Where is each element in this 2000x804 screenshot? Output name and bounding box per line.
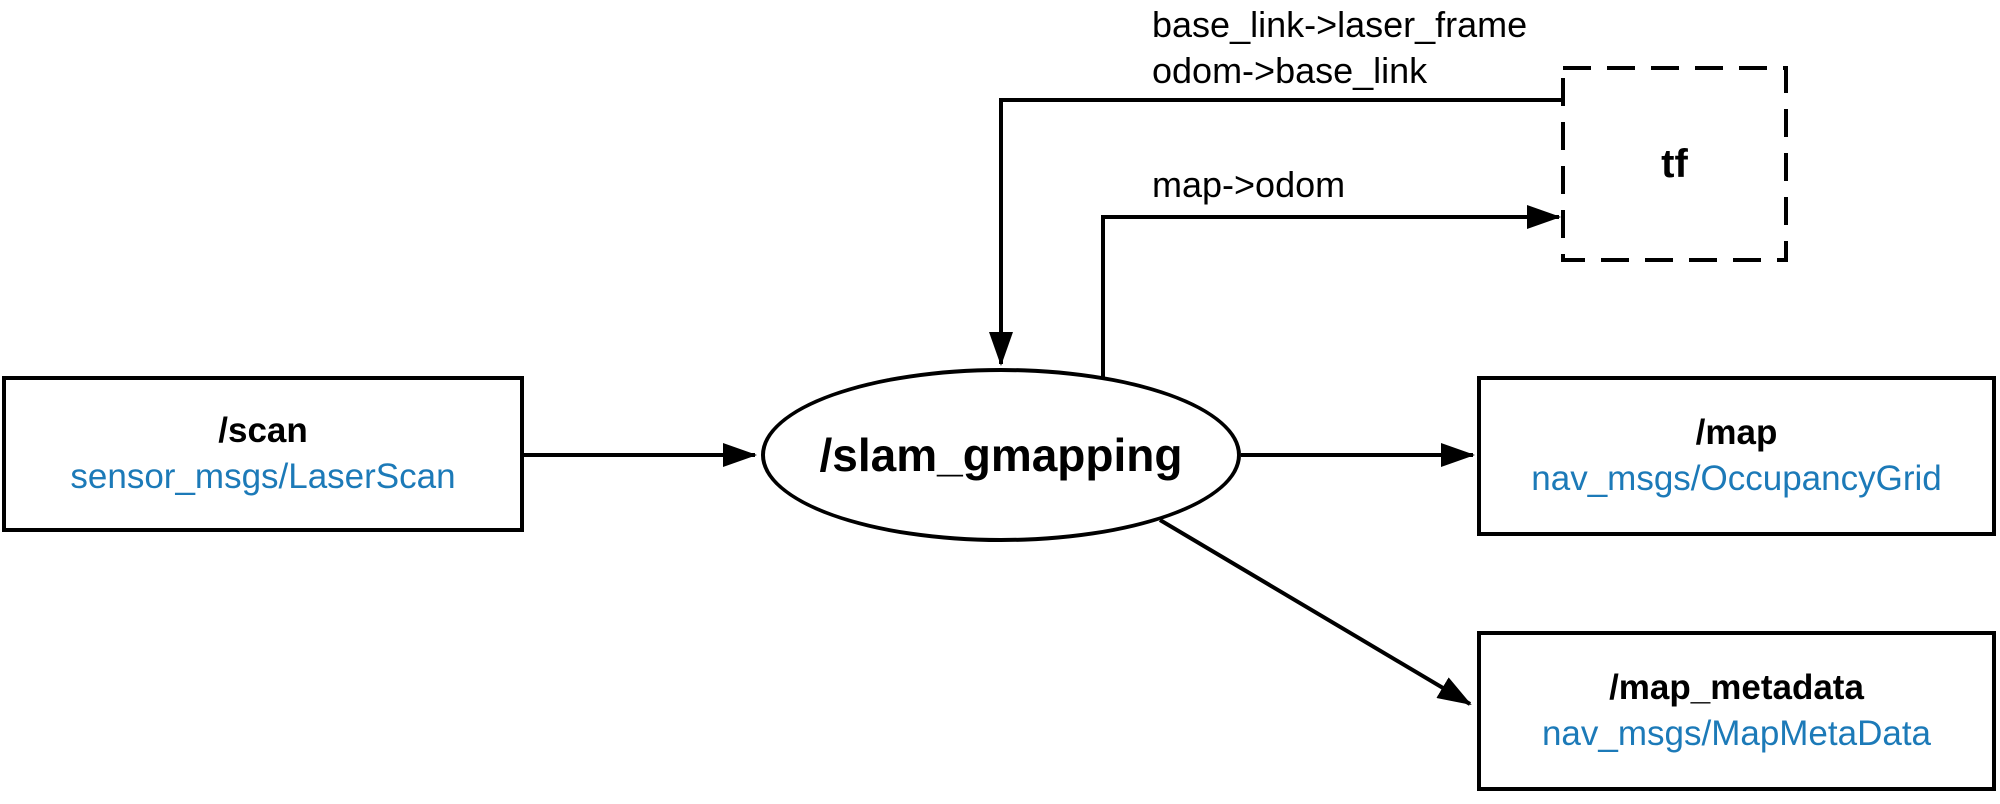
node-label-slam-gmapping: /slam_gmapping [819, 429, 1183, 481]
topic-name-scan: /scan [218, 411, 308, 450]
tf-dashed-box [1561, 66, 1788, 262]
edge-label-tf-input: base_link->laser_frame odom->base_link [1152, 2, 1527, 94]
edge-node-to-tf [1101, 205, 1561, 380]
edge-label-base-link-laser-frame: base_link->laser_frame [1152, 4, 1528, 45]
edge-label-odom-base-link: odom->base_link [1152, 50, 1428, 91]
edge-tf-to-node [989, 98, 1563, 366]
topic-type-scan: sensor_msgs/LaserScan [70, 457, 456, 496]
topic-box-map-metadata: /map_metadata nav_msgs/MapMetaData [1477, 631, 1996, 791]
topic-name-map: /map [1695, 413, 1778, 452]
topic-box-map: /map nav_msgs/OccupancyGrid [1477, 376, 1996, 536]
tf-box: tf [1563, 68, 1786, 260]
node-slam-gmapping: /slam_gmapping [761, 368, 1241, 542]
edge-node-to-map-metadata [1158, 518, 1472, 706]
topic-type-map: nav_msgs/OccupancyGrid [1531, 459, 1942, 498]
topic-name-map-metadata: /map_metadata [1609, 668, 1864, 707]
topic-type-map-metadata: nav_msgs/MapMetaData [1541, 714, 1932, 753]
tf-label: tf [1661, 141, 1688, 186]
topic-box-scan: /scan sensor_msgs/LaserScan [2, 376, 524, 532]
edge-label-map-odom: map->odom [1152, 164, 1346, 205]
